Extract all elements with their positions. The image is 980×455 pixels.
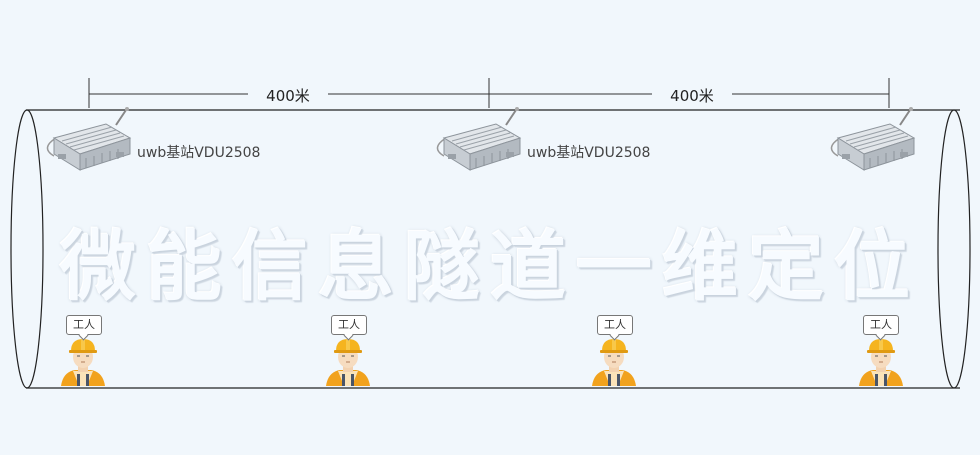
diagram-title-watermark: 微能信息隧道一维定位 [60,222,920,311]
uwb-base-station-icon [46,106,131,171]
worker-label-4: 工人 [863,315,899,335]
distance-label-2: 400米 [652,85,732,106]
worker-icon [591,338,637,387]
worker-icon [858,338,904,387]
tunnel-right-opening [937,109,971,389]
worker-icon [60,338,106,387]
uwb-base-station-icon [436,106,521,171]
station-label-2: uwb基站VDU2508 [527,145,651,161]
tunnel-left-opening [10,109,44,389]
distance-label-1: 400米 [248,85,328,106]
worker-label-3: 工人 [597,315,633,335]
worker-label-2: 工人 [331,315,367,335]
worker-label-1: 工人 [66,315,102,335]
worker-icon [325,338,371,387]
uwb-base-station-icon [830,106,915,171]
station-label-1: uwb基站VDU2508 [137,145,261,161]
